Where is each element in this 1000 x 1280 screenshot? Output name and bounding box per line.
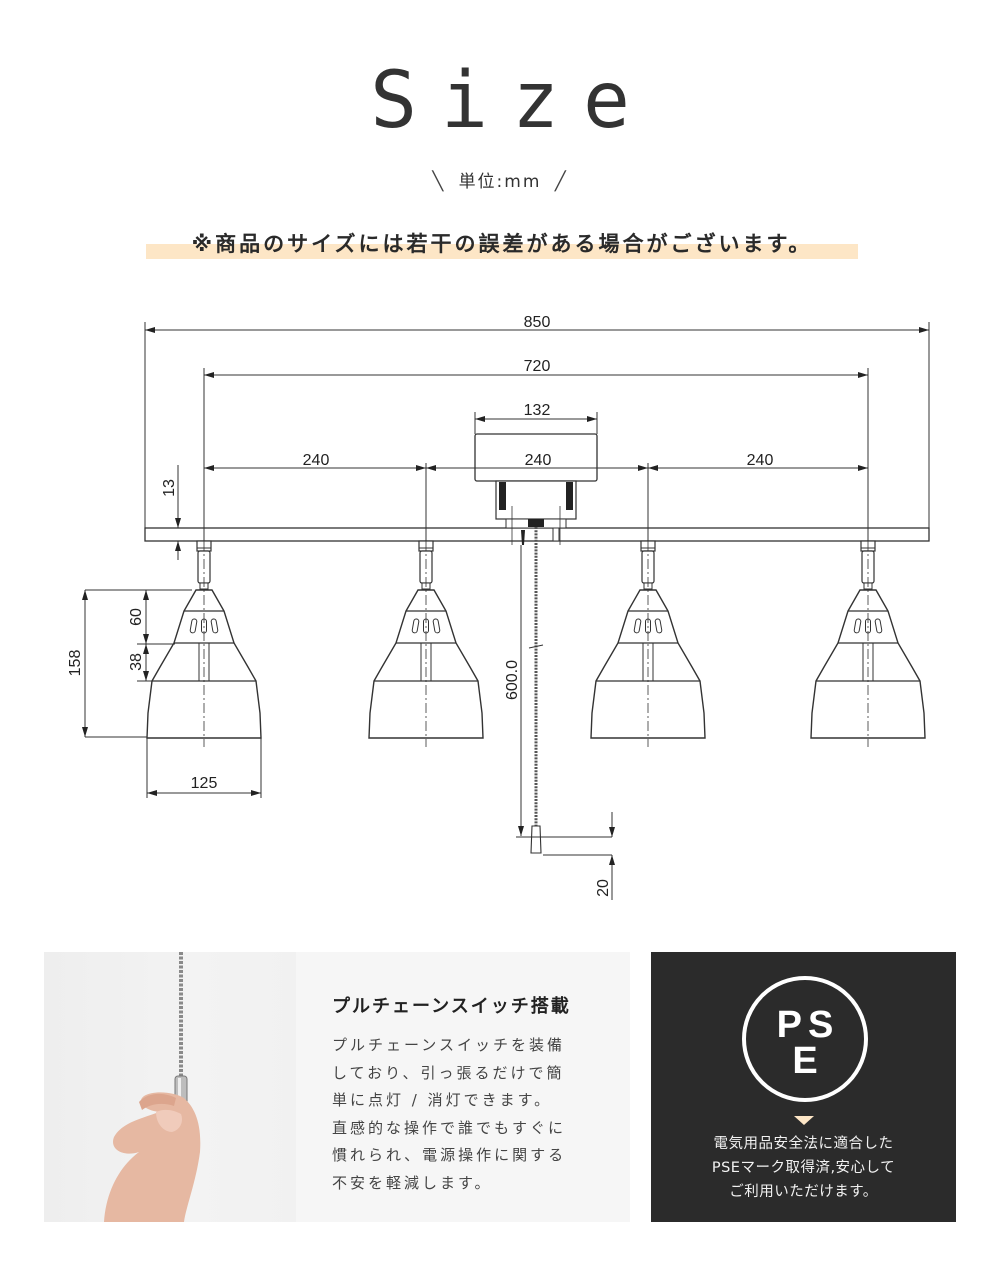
pse-certification-panel: PS E 電気用品安全法に適合した PSEマーク取得済,安心して ご利用いただけ… <box>651 952 956 1222</box>
pull-chain-illustration <box>104 952 201 1222</box>
pse-mark-line2: E <box>792 1040 818 1082</box>
right-slash-decoration: ╱ <box>554 171 568 192</box>
lamp-2 <box>368 540 484 748</box>
down-triangle-icon <box>794 1116 814 1125</box>
left-slash-decoration: ╲ <box>432 171 446 192</box>
dim-240-center: 240 <box>525 452 552 469</box>
size-disclaimer: ※商品のサイズには若干の誤差がある場合がございます。 <box>146 226 858 262</box>
pse-line: 電気用品安全法に適合した <box>713 1136 894 1152</box>
feature-description: プルチェーンスイッチを装備 しており、引っ張るだけで簡 単に点灯 / 消灯できま… <box>332 1032 592 1197</box>
dim-600: 600.0 <box>504 660 521 700</box>
feature-line: 不安を軽減します。 <box>332 1173 493 1192</box>
unit-label: 単位:mm <box>458 172 542 192</box>
dim-20: 20 <box>595 879 612 897</box>
disclaimer-text: ※商品のサイズには若干の誤差がある場合がございます。 <box>191 232 813 256</box>
hand-pulling-chain-photo <box>44 952 296 1222</box>
lamp-4 <box>810 540 926 748</box>
feature-title: プルチェーンスイッチ搭載 <box>332 996 571 1017</box>
dim-850: 850 <box>524 314 551 331</box>
pse-line: ご利用いただけます。 <box>729 1184 878 1200</box>
feature-line: 直感的な操作で誰でもすぐに <box>332 1118 567 1137</box>
dim-240-left: 240 <box>303 452 330 469</box>
pse-mark-line1: PS <box>776 1004 840 1046</box>
dim-38: 38 <box>128 653 145 671</box>
dim-13: 13 <box>161 479 178 497</box>
feature-line: しており、引っ張るだけで簡 <box>332 1063 565 1082</box>
dim-60: 60 <box>128 608 145 626</box>
feature-line: 単に点灯 / 消灯できます。 <box>332 1091 553 1109</box>
pse-description: 電気用品安全法に適合した PSEマーク取得済,安心して ご利用いただけます。 <box>651 1132 956 1204</box>
pse-mark-icon: PS E <box>742 976 868 1102</box>
highlight-bar <box>146 244 858 259</box>
feature-line: 慣れられ、電源操作に関する <box>332 1146 567 1164</box>
unit-label-row: ╲ 単位:mm ╱ <box>0 167 1000 192</box>
dim-125: 125 <box>191 775 218 792</box>
dim-132: 132 <box>524 402 551 419</box>
dim-720: 720 <box>524 358 551 375</box>
lamp-3 <box>590 540 706 748</box>
dimension-diagram: 850 720 132 240 240 240 13 158 60 38 125… <box>67 314 930 900</box>
feature-line: プルチェーンスイッチを装備 <box>332 1036 565 1054</box>
page-title: Size <box>370 56 654 146</box>
dim-240-right: 240 <box>747 452 774 469</box>
pull-chain-feature-panel: プルチェーンスイッチ搭載 プルチェーンスイッチを装備 しており、引っ張るだけで簡… <box>44 952 630 1222</box>
dim-158: 158 <box>67 650 84 677</box>
pse-line: PSEマーク取得済,安心して <box>711 1160 896 1176</box>
